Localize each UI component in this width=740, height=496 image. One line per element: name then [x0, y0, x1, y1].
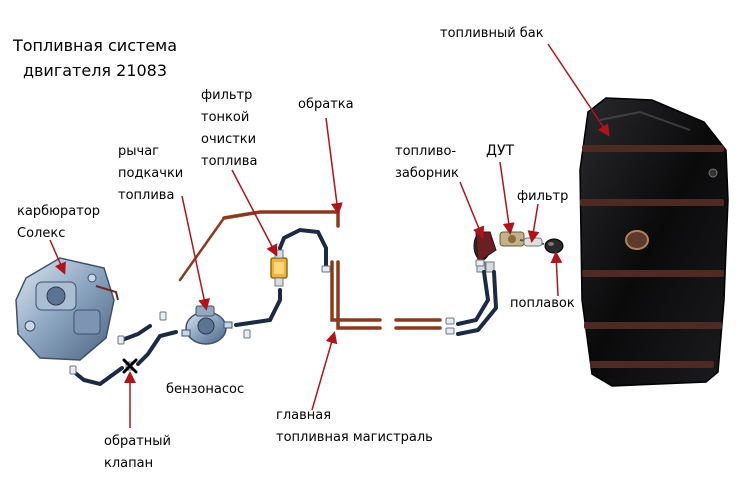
fuel-tank — [579, 97, 729, 387]
pointer-filter — [527, 203, 540, 243]
pointer-tank — [547, 43, 610, 137]
check-valve — [122, 358, 138, 374]
tank-straps — [580, 145, 724, 368]
carburetor — [15, 257, 119, 361]
label-fuel-intake: топливо- заборник — [395, 144, 459, 181]
label-intake-filter: фильтр — [517, 189, 569, 204]
label-pump-lever: рычаг подкачки топлива — [118, 144, 184, 203]
label-main-fuel-line: главная топливная магистраль — [276, 408, 433, 445]
label-carburetor: карбюратор Солекс — [17, 204, 101, 241]
intake-filter — [523, 237, 543, 247]
label-fuel-pump: бензонасос — [166, 382, 245, 397]
pointer-fine-filter — [231, 169, 278, 257]
pointer-intake — [459, 181, 485, 239]
diagram-title: Топливная система двигателя 21083 — [12, 36, 178, 80]
pointer-return — [325, 117, 343, 215]
pointer-lines — [49, 43, 610, 428]
label-fuel-gauge: ДУТ — [486, 143, 515, 159]
fuel-hoses — [72, 227, 499, 387]
float — [544, 238, 564, 254]
fuel-gauge-unit — [473, 231, 564, 273]
pointer-carburetor — [49, 239, 66, 275]
pointer-gauge — [499, 161, 515, 235]
label-fuel-tank: топливный бак — [440, 26, 544, 41]
tank-opening — [625, 230, 649, 250]
label-return-line: обратка — [298, 97, 354, 112]
label-fine-filter: фильтр тонкой очистки топлива — [201, 88, 258, 169]
pointer-main-line — [311, 331, 338, 411]
fine-filter — [270, 249, 288, 287]
metal-fuel-lines — [178, 210, 442, 330]
tank-bolt — [708, 168, 718, 178]
label-float: поплавок — [510, 296, 575, 311]
label-check-valve: обратный клапан — [104, 434, 171, 471]
fuel-pump — [181, 305, 233, 345]
pointer-float — [550, 251, 563, 297]
pointer-pump-lever — [181, 195, 210, 311]
